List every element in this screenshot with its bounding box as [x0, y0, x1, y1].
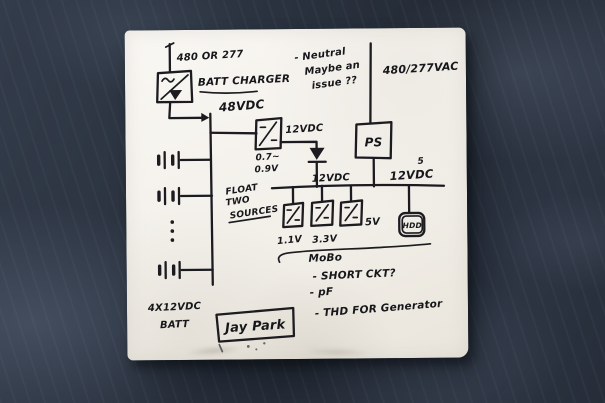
bus48-label: 48VDC — [217, 97, 265, 115]
mobo-label: MoBo — [308, 251, 342, 264]
circuit-sketch: 480 OR 277 BATT CHARGER 48VDC — [147, 42, 459, 353]
rail-current-label: 5 — [417, 156, 424, 166]
bus-to-converter-wire — [209, 131, 258, 135]
svg-text:- pF: - pF — [309, 286, 334, 299]
charger-underline — [199, 90, 258, 94]
napkin: 480 OR 277 BATT CHARGER 48VDC — [124, 27, 469, 361]
signature-stamp: Jay Park — [215, 306, 296, 343]
float-note-underline — [228, 215, 272, 224]
svg-text:FLOAT: FLOAT — [225, 183, 259, 198]
rail-3v3-label: 3.3V — [312, 233, 338, 246]
rail12-label: 12VDC — [389, 167, 434, 184]
converter-output-label: 12VDC — [285, 123, 324, 136]
source-voltage-label: 480 OR 277 — [175, 49, 243, 64]
power-supply-box — [354, 121, 393, 160]
neutral-note: - Neutral Maybe an issue ?? — [294, 46, 361, 92]
bus-tap-wires — [291, 184, 411, 214]
power-supply-label: PS — [365, 135, 383, 149]
mobo-brace — [277, 242, 432, 264]
battery-symbol-3 — [157, 260, 214, 280]
ink-smudges — [218, 342, 266, 353]
battery-bank-label-1: 4X12VDC — [147, 301, 202, 314]
svg-text:- Neutral: - Neutral — [294, 46, 347, 64]
diode-drop-value-1: 0.7~ — [255, 152, 280, 163]
charger-output-wire — [168, 100, 210, 122]
diode-symbol — [307, 147, 327, 188]
mains-voltage-label: 480/277VAC — [381, 60, 459, 78]
diode-drop-value-2: 0.9V — [254, 164, 279, 175]
dcdc-converter-5v-symbol — [339, 199, 364, 227]
svg-text:- THD FOR Generator: - THD FOR Generator — [314, 298, 443, 320]
battery-ellipsis — [170, 220, 175, 242]
bus12-label: 12VDC — [312, 172, 351, 185]
battery-symbol-1 — [156, 150, 212, 170]
converter-to-diode-wire — [279, 140, 318, 150]
svg-text:TWO: TWO — [225, 195, 251, 209]
concern-notes: - SHORT CKT? - pF - THD FOR Generator — [309, 267, 443, 320]
dcdc-converter-3v3-symbol — [310, 199, 335, 228]
hdd-box — [398, 211, 426, 238]
dc-bus-12v — [270, 183, 446, 190]
dcdc-converter-1v1-symbol — [282, 201, 305, 229]
svg-text:- SHORT CKT?: - SHORT CKT? — [312, 267, 396, 283]
charger-label: BATT CHARGER — [198, 73, 291, 89]
battery-charger-symbol — [156, 69, 194, 104]
dcdc-converter-48-12-symbol — [254, 116, 283, 151]
svg-text:issue ??: issue ?? — [311, 75, 358, 92]
rail-5v-label: 5V — [365, 216, 382, 228]
battery-bank-label-2: BATT — [160, 319, 191, 331]
mains-feed-wire — [369, 42, 372, 125]
ac-source-feed-wire — [164, 42, 175, 74]
signature-text: Jay Park — [222, 317, 287, 336]
dc-bus-48v — [209, 112, 214, 286]
battery-symbol-2 — [157, 186, 214, 206]
rail-1v1-label: 1.1V — [277, 234, 303, 247]
hdd-label: HDD — [403, 221, 422, 230]
